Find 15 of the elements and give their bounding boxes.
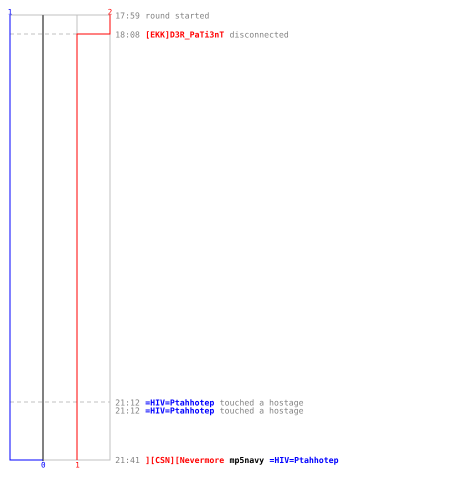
player-name: =HIV=Ptahhotep — [146, 407, 214, 416]
player-name: ][CSN][Nevermore — [146, 456, 224, 464]
player-name: =HIV=Ptahhotep — [270, 456, 338, 465]
event-text: touched a hostage — [220, 399, 304, 408]
event-time: 18:08 — [116, 31, 140, 38]
event-time: 17:59 — [116, 12, 140, 19]
player-name: =HIV=Ptahhotep — [146, 399, 214, 408]
event-text: disconnected — [230, 31, 288, 38]
event-text: touched a hostage — [220, 407, 304, 416]
player-name: [EKK]D3R_PaTi3nT — [146, 30, 224, 40]
event-time: 21:12 — [116, 399, 140, 406]
weapon-name: mp5navy — [230, 457, 264, 465]
event-time: 21:12 — [116, 407, 140, 414]
event-text: round started — [146, 12, 209, 19]
event-time: 21:41 — [116, 456, 140, 463]
